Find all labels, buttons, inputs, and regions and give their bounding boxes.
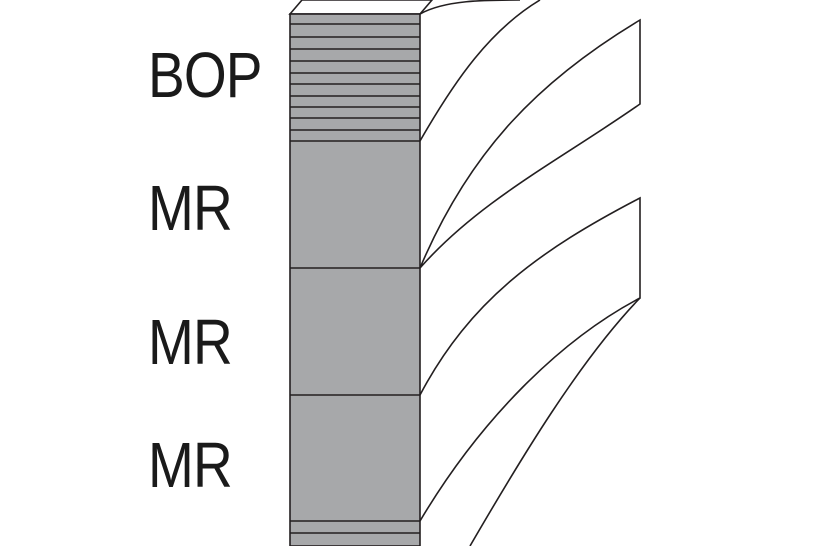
stack-column	[289, 13, 421, 546]
curve-2	[419, 18, 641, 269]
curve-3	[419, 196, 641, 522]
label-mr-2: MR	[148, 306, 233, 378]
bop-stripes	[290, 23, 420, 131]
section-dividers	[290, 140, 420, 534]
label-mr-1: MR	[148, 172, 233, 244]
label-bop: BOP	[148, 39, 263, 111]
curve-1	[419, 0, 541, 142]
block-top-face	[288, 0, 434, 15]
label-mr-3: MR	[148, 429, 233, 501]
curve-4	[469, 297, 641, 546]
curved-sheets	[419, 0, 641, 546]
